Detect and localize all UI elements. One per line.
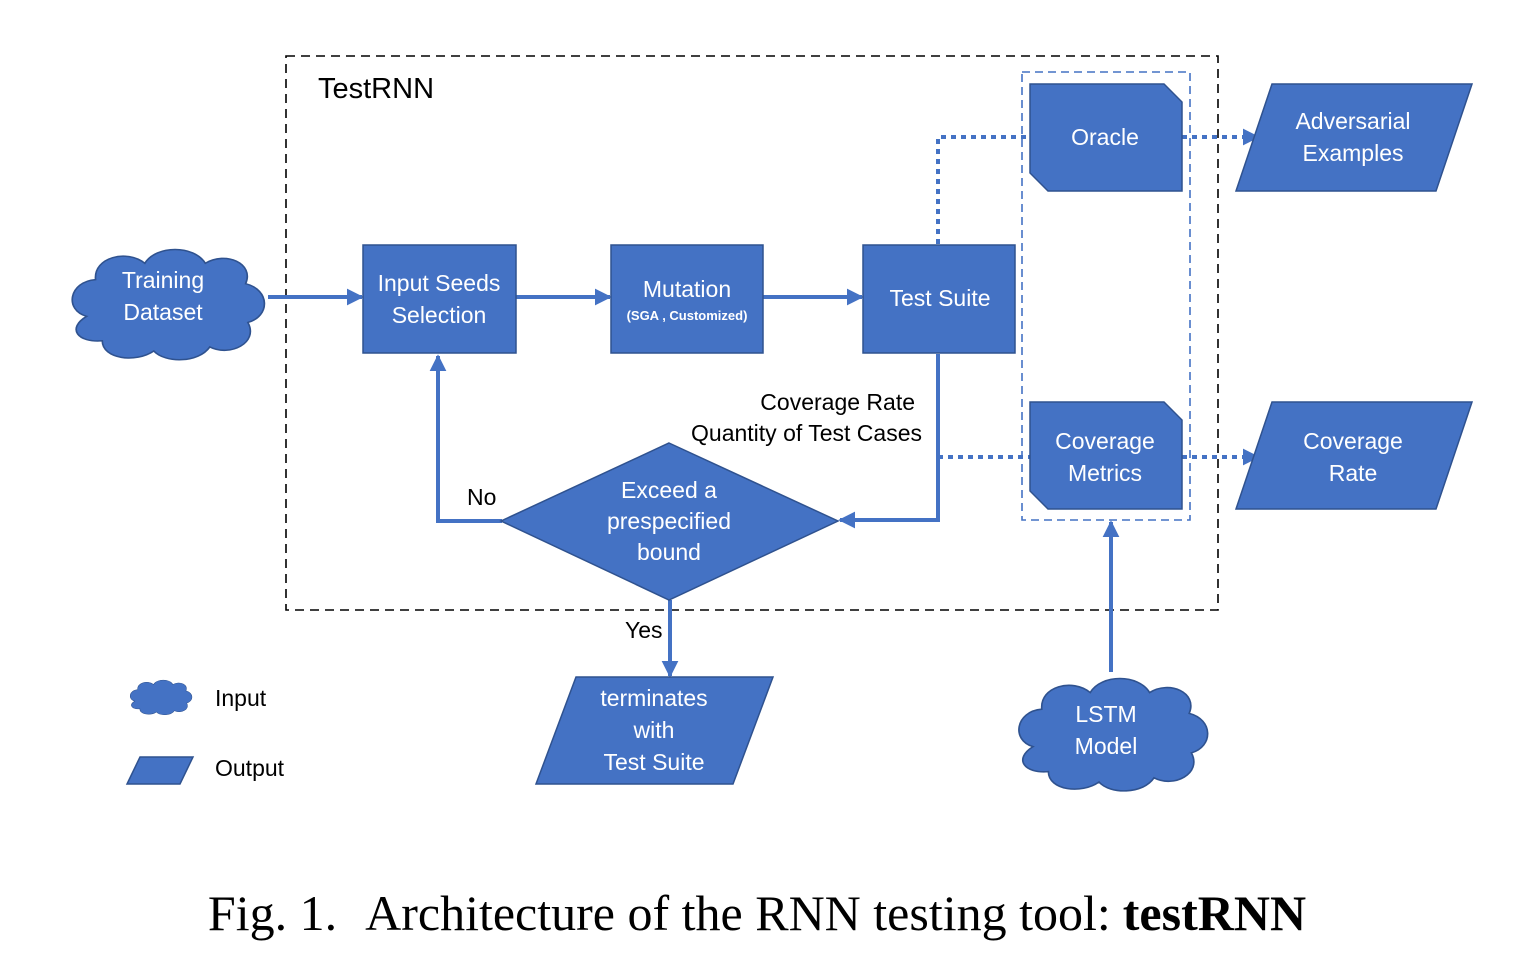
mutation-title: Mutation [643, 276, 731, 302]
terminates-output: terminates with Test Suite [534, 676, 775, 785]
arrow-decision-no-to-seeds [429, 354, 502, 523]
coverage-rate-line2: Rate [1329, 460, 1378, 486]
training-dataset-line1: Training [122, 267, 204, 293]
feedback-label-line1: Coverage Rate [760, 389, 915, 415]
test-suite-label: Test Suite [890, 285, 991, 311]
testrnn-container: TestRNN [285, 55, 1219, 611]
legend-input-label: Input [215, 685, 267, 711]
adversarial-line1: Adversarial [1295, 108, 1410, 134]
lstm-line1: LSTM [1075, 701, 1136, 727]
coverage-metrics-line2: Metrics [1068, 460, 1142, 486]
legend-input-cloud-icon [129, 679, 193, 716]
legend-output-label: Output [215, 755, 285, 781]
coverage-metrics-line1: Coverage [1055, 428, 1155, 454]
caption-bold: testRNN [1123, 885, 1306, 941]
input-seeds-line1: Input Seeds [378, 270, 501, 296]
figure-caption: Fig. 1. Architecture of the RNN testing t… [208, 885, 1306, 941]
no-label: No [467, 484, 496, 510]
test-suite-box: Test Suite [862, 244, 1016, 354]
legend: Input Output [125, 679, 285, 785]
decision-line2: prespecified [607, 508, 731, 534]
caption-prefix: Fig. 1. [208, 885, 337, 941]
dotted-testsuite-to-oracle [936, 135, 1030, 244]
coverage-rate-line1: Coverage [1303, 428, 1403, 454]
decision-line1: Exceed a [621, 477, 717, 503]
training-dataset-cloud: Training Dataset [71, 248, 266, 361]
caption-text: Architecture of the RNN testing tool: [365, 885, 1111, 941]
legend-output-shape-icon [125, 756, 195, 785]
training-dataset-line2: Dataset [123, 299, 203, 325]
oracle-label: Oracle [1071, 124, 1139, 150]
input-seeds-selection-box: Input Seeds Selection [362, 244, 517, 354]
terminates-line3: Test Suite [604, 749, 705, 775]
evaluation-group-box [1021, 71, 1191, 521]
yes-label: Yes [625, 617, 663, 643]
terminates-line1: terminates [600, 685, 707, 711]
lstm-line2: Model [1075, 733, 1138, 759]
coverage-metrics-box: Coverage Metrics [1029, 401, 1183, 510]
solid-flows [268, 288, 1120, 678]
mutation-box: Mutation (SGA , Customized) [610, 244, 764, 354]
input-seeds-line2: Selection [392, 302, 487, 328]
lstm-model-cloud: LSTM Model [1018, 677, 1209, 792]
decision-diamond: Exceed a prespecified bound [499, 442, 840, 601]
adversarial-examples-output: Adversarial Examples [1234, 83, 1474, 192]
adversarial-line2: Examples [1303, 140, 1404, 166]
dotted-flows [936, 128, 1260, 466]
terminates-line2: with [633, 717, 675, 743]
decision-line3: bound [637, 539, 701, 565]
feedback-label-line2: Quantity of Test Cases [691, 420, 922, 446]
mutation-subtitle: (SGA , Customized) [627, 308, 748, 323]
container-title: TestRNN [318, 73, 434, 105]
arrow-testsuite-to-decision [838, 354, 940, 529]
coverage-rate-output: Coverage Rate [1234, 401, 1474, 510]
oracle-box: Oracle [1029, 83, 1183, 192]
